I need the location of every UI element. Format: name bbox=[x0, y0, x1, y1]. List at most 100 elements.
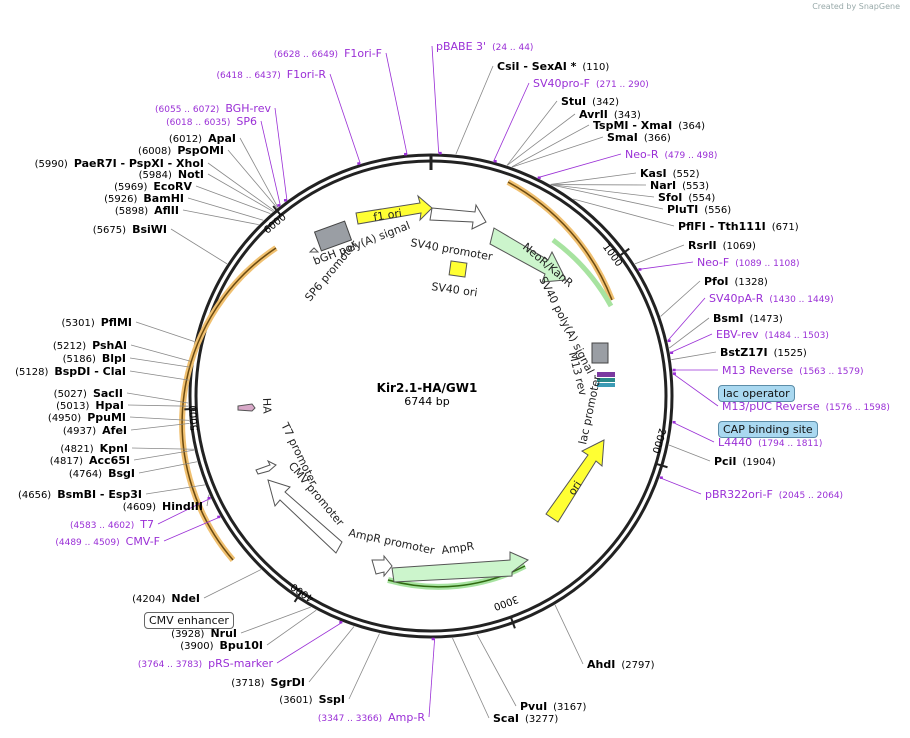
enzyme-leader bbox=[207, 173, 274, 212]
enzyme-label[interactable]: (4656)BsmBI - Esp3I bbox=[18, 488, 142, 501]
enzyme-pos: (110) bbox=[582, 62, 609, 73]
enzyme-label[interactable]: (3601)SspI bbox=[279, 693, 345, 706]
enzyme-label[interactable]: (4821)KpnI bbox=[60, 442, 128, 455]
enzyme-label[interactable]: CsiI - SexAI *(110) bbox=[497, 60, 609, 73]
cmv-promoter-feature[interactable] bbox=[267, 479, 343, 554]
enzyme-label[interactable]: (4937)AfeI bbox=[63, 424, 127, 437]
neor-green-arc bbox=[551, 237, 614, 308]
primer-label[interactable]: (6018 .. 6035)SP6 bbox=[166, 115, 257, 128]
lac-operator-badge[interactable]: lac operator bbox=[718, 385, 795, 402]
enzyme-label[interactable]: AhdI(2797) bbox=[587, 658, 655, 671]
enzyme-label[interactable]: (4204)NdeI bbox=[132, 592, 200, 605]
enzyme-label[interactable]: (5027)SacII bbox=[54, 387, 123, 400]
enzyme-label[interactable]: (6012)ApaI bbox=[169, 132, 236, 145]
enzyme-label[interactable]: (4817)Acc65I bbox=[50, 454, 130, 467]
f1-ori-feature[interactable] bbox=[355, 194, 433, 225]
primer-label[interactable]: L4440(1794 .. 1811) bbox=[718, 436, 822, 449]
enzyme-label[interactable]: (4950)PpuMI bbox=[48, 411, 126, 424]
enzyme-label[interactable]: NarI(553) bbox=[650, 179, 709, 192]
cap-site-badge[interactable]: CAP binding site bbox=[718, 421, 818, 438]
enzyme-label[interactable]: SmaI(366) bbox=[607, 131, 671, 144]
enzyme-label[interactable]: (5969)EcoRV bbox=[114, 180, 192, 193]
ori-feature[interactable] bbox=[545, 439, 605, 523]
primer-label[interactable]: Neo-F(1089 .. 1108) bbox=[697, 256, 800, 269]
cmv-enhancer-badge[interactable]: CMV enhancer bbox=[144, 612, 234, 629]
enzyme-label[interactable]: (3928)NruI bbox=[171, 627, 237, 640]
kir-orf-arc-inner bbox=[181, 247, 277, 561]
enzyme-label[interactable]: (5186)BlpI bbox=[63, 352, 126, 365]
primer-label[interactable]: pBR322ori-F(2045 .. 2064) bbox=[705, 488, 843, 501]
primer-label[interactable]: (4489 .. 4509)CMV-F bbox=[55, 535, 160, 548]
primer-label[interactable]: (3347 .. 3366)Amp-R bbox=[318, 711, 425, 724]
primer-label[interactable]: (3764 .. 3783)pRS-marker bbox=[138, 657, 274, 670]
enzyme-label[interactable]: ScaI(3277) bbox=[493, 712, 558, 725]
t7-promoter-feature[interactable] bbox=[255, 459, 277, 475]
enzyme-label[interactable]: (5212)PshAI bbox=[53, 339, 127, 352]
enzyme-label[interactable]: PvuI(3167) bbox=[520, 700, 587, 713]
primer-label[interactable]: (4583 .. 4602)T7 bbox=[70, 518, 154, 531]
primer-name: pRS-marker bbox=[208, 657, 273, 670]
enzyme-leader bbox=[135, 321, 195, 342]
enzyme-label[interactable]: (5128)BspDI - ClaI bbox=[15, 365, 126, 378]
lac-operator-feature[interactable] bbox=[597, 378, 615, 382]
sv40-promoter-feature[interactable] bbox=[429, 203, 487, 230]
enzyme-leader bbox=[634, 244, 685, 265]
enzyme-label[interactable]: BstZ17I(1525) bbox=[720, 346, 807, 359]
cap-site-feature[interactable] bbox=[597, 383, 615, 387]
enzyme-label[interactable]: PfoI(1328) bbox=[704, 275, 768, 288]
primer-label[interactable]: Neo-R(479 .. 498) bbox=[625, 148, 717, 161]
enzyme-label[interactable]: (6008)PspOMI bbox=[138, 144, 224, 157]
primer-label[interactable]: M13 Reverse(1563 .. 1579) bbox=[722, 364, 863, 377]
enzyme-label[interactable]: (5675)BsiWI bbox=[93, 223, 167, 236]
enzyme-label[interactable]: (3718)SgrDI bbox=[231, 676, 305, 689]
m13-rev-feature[interactable] bbox=[597, 372, 615, 377]
sv40-polya-feature[interactable] bbox=[591, 342, 609, 364]
primer-label[interactable]: pBABE 3'(24 .. 44) bbox=[436, 40, 533, 53]
sp6-promoter-feature[interactable] bbox=[308, 247, 320, 253]
sv40-ori-feature[interactable] bbox=[448, 260, 468, 278]
ampr-promoter-feature[interactable] bbox=[371, 554, 393, 578]
enzyme-label[interactable]: (5984)NotI bbox=[139, 168, 204, 181]
enzyme-label[interactable]: RsrII(1069) bbox=[688, 239, 756, 252]
primer-label[interactable]: M13/pUC Reverse(1576 .. 1598) bbox=[722, 400, 890, 413]
enzyme-leader bbox=[206, 494, 210, 507]
neor-feature[interactable] bbox=[489, 227, 567, 283]
enzyme-name: SmaI bbox=[607, 131, 638, 144]
enzyme-leader bbox=[170, 228, 228, 265]
primer-name: T7 bbox=[139, 518, 154, 531]
primer-label[interactable]: SV40pA-R(1430 .. 1449) bbox=[709, 292, 834, 305]
enzyme-label[interactable]: TspMI - XmaI(364) bbox=[593, 119, 705, 132]
primer-label[interactable]: EBV-rev(1484 .. 1503) bbox=[716, 328, 829, 341]
enzyme-pos: (364) bbox=[678, 121, 705, 132]
primer-label[interactable]: SV40pro-F(271 .. 290) bbox=[533, 77, 649, 90]
enzyme-label[interactable]: (5926)BamHI bbox=[104, 192, 184, 205]
primer-label[interactable]: (6628 .. 6649)F1ori-F bbox=[274, 47, 382, 60]
enzyme-label[interactable]: (5990)PaeR7I - PspXI - XhoI bbox=[35, 157, 204, 170]
enzyme-name: BsgI bbox=[108, 467, 135, 480]
enzyme-label[interactable]: (4609)HindIII bbox=[123, 500, 203, 513]
enzyme-label[interactable]: KasI(552) bbox=[640, 167, 700, 180]
primer-pos: (6018 .. 6035) bbox=[166, 118, 230, 128]
ha-feature[interactable] bbox=[237, 403, 256, 412]
enzyme-label[interactable]: (3900)Bpu10I bbox=[180, 639, 263, 652]
primer-label[interactable]: (6418 .. 6437)F1ori-R bbox=[216, 68, 326, 81]
enzyme-label[interactable]: StuI(342) bbox=[561, 95, 619, 108]
enzyme-leader bbox=[476, 634, 517, 707]
enzyme-label[interactable]: (5898)AflII bbox=[115, 204, 179, 217]
enzyme-label[interactable]: BsmI(1473) bbox=[713, 312, 783, 325]
enzyme-label[interactable]: (5013)HpaI bbox=[56, 399, 124, 412]
enzyme-label[interactable]: PciI(1904) bbox=[714, 455, 776, 468]
primer-leader bbox=[274, 107, 288, 201]
primer-label[interactable]: (6055 .. 6072)BGH-rev bbox=[155, 102, 271, 115]
primer-pos: (24 .. 44) bbox=[492, 43, 533, 53]
bgh-polya-feature[interactable] bbox=[313, 220, 353, 252]
enzyme-label[interactable]: (4764)BsgI bbox=[69, 467, 135, 480]
enzyme-label[interactable]: AvrII(343) bbox=[579, 108, 641, 121]
enzyme-label[interactable]: SfoI(554) bbox=[658, 191, 715, 204]
enzyme-label[interactable]: (5301)PflMI bbox=[61, 316, 132, 329]
enzyme-label[interactable]: PflFI - Tth111I(671) bbox=[678, 220, 799, 233]
ampr-feature[interactable] bbox=[391, 551, 529, 583]
enzyme-label[interactable]: PluTI(556) bbox=[667, 203, 731, 216]
enzyme-pos: (554) bbox=[688, 193, 715, 204]
f1-ori-label: f1 ori bbox=[372, 207, 402, 224]
